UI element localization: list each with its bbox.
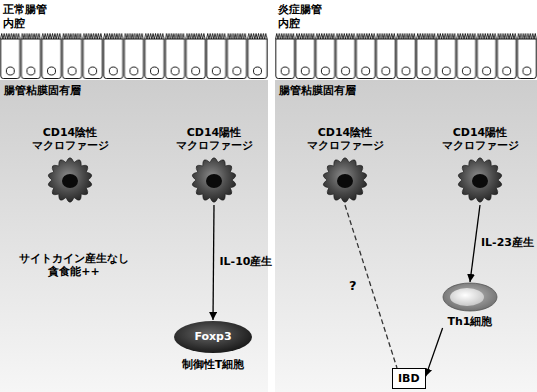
region-label-wrap: 内腔 <box>278 17 300 30</box>
lamina-propria-ground <box>275 80 537 392</box>
macrophage-nucleus <box>472 174 488 188</box>
node-heading: CD14陰性 マクロファージ <box>32 126 109 152</box>
macrophage-icon <box>320 155 370 205</box>
macrophage: CD14陰性 マクロファージ <box>300 126 390 205</box>
text-row: CD14陰性 マクロファージ <box>300 126 390 152</box>
region-label-wrap: 内腔 <box>3 17 25 30</box>
node-heading: CD14陽性 マクロファージ <box>442 126 519 152</box>
cell-oval <box>443 283 497 311</box>
text-row: 制御性T細胞 <box>173 358 253 371</box>
macrophage-icon <box>455 155 505 205</box>
region-label: 内腔 <box>278 17 300 30</box>
text-row: CD14陽性 マクロファージ <box>435 126 525 152</box>
node-heading: CD14陽性 マクロファージ <box>176 126 253 152</box>
epithelial-cells <box>0 32 268 80</box>
panel-title-wrap: 正常腸管 <box>3 3 47 16</box>
macrophage-icon <box>189 155 239 205</box>
cell-oval <box>174 321 252 353</box>
node-heading: CD14陰性 マクロファージ <box>307 126 384 152</box>
lamina-propria-ground <box>0 80 268 392</box>
node-heading: 腸管粘膜固有層 <box>4 84 81 97</box>
disease-box: IBD <box>392 368 426 389</box>
panel-title: 炎症腸管 <box>278 3 322 16</box>
macrophage-nucleus <box>62 174 78 188</box>
text-row: Foxp3 <box>173 320 253 354</box>
macrophage-body <box>192 158 235 203</box>
macrophage: CD14陽性 マクロファージ <box>169 126 259 205</box>
region-label: 内腔 <box>3 17 25 30</box>
cell-icon <box>442 282 498 312</box>
text-row: CD14陰性 マクロファージ <box>25 126 115 152</box>
macrophage-icon <box>45 155 95 205</box>
edge-label: ? <box>349 278 357 293</box>
macrophage-body <box>458 158 501 203</box>
regulatory-t-cell: Foxp3 制御性T細胞 <box>173 320 253 371</box>
macrophage-nucleus <box>206 174 222 188</box>
text-row: Th1細胞 <box>434 315 506 328</box>
node-heading: IBD <box>398 372 420 385</box>
cell-body: Foxp3 <box>173 320 253 354</box>
edge-label: IL-23産生 <box>481 236 534 249</box>
th1-cell: Th1細胞 <box>434 282 506 328</box>
text-row: IBD <box>398 372 420 385</box>
node-heading: Foxp3 <box>194 330 231 343</box>
epithelial-cells <box>275 32 537 80</box>
edge-label: IL-10産生 <box>220 255 273 268</box>
panel-title: 正常腸管 <box>3 3 47 16</box>
macrophage-body <box>48 158 91 203</box>
note-text: サイトカイン産生なし 貪食能++ <box>19 252 129 278</box>
text-row: CD14陽性 マクロファージ <box>169 126 259 152</box>
node-caption: 制御性T細胞 <box>182 358 245 371</box>
node-heading: 腸管粘膜固有層 <box>279 84 356 97</box>
tissue-band: 腸管粘膜固有層 CD14陰性 マクロファージ CD14陽性 マクロファージ Foxp3… <box>0 80 268 392</box>
arrow-connector <box>213 205 214 320</box>
arrow-connector <box>470 205 480 282</box>
macrophage-nucleus <box>337 174 353 188</box>
node-heading: Th1細胞 <box>448 315 493 328</box>
cell-nucleus <box>450 288 484 306</box>
macrophage-body <box>323 158 366 203</box>
dashed-connector <box>345 205 397 368</box>
arrow-connector <box>426 328 443 376</box>
macrophage: CD14陽性 マクロファージ <box>435 126 525 205</box>
text-row: 腸管粘膜固有層 <box>0 80 268 97</box>
panel-title-wrap: 炎症腸管 <box>278 3 322 16</box>
text-row: 腸管粘膜固有層 <box>275 80 537 97</box>
macrophage: CD14陰性 マクロファージ <box>25 126 115 205</box>
note-text-wrap: サイトカイン産生なし 貪食能++ <box>12 252 136 278</box>
